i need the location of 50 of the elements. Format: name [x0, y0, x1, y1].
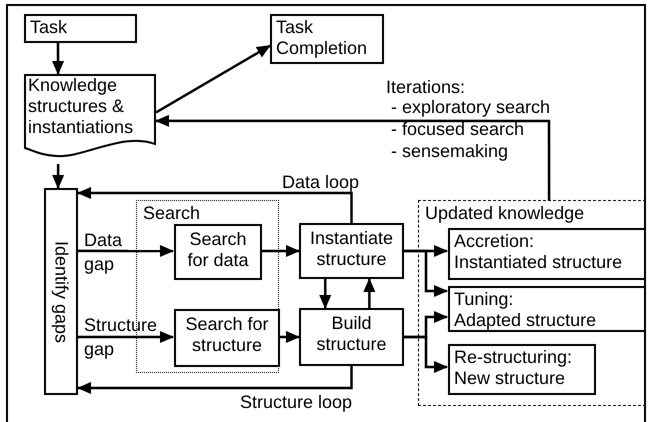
process-box: [448, 286, 646, 332]
arrow: [77, 366, 353, 394]
arrow: [319, 279, 332, 309]
arrow: [52, 164, 64, 189]
node-text: Instantiated structure: [454, 252, 624, 273]
edge-label: Data gap: [84, 229, 124, 276]
box-heading: Tuning:: [454, 289, 514, 310]
node-text: Build structure: [315, 313, 388, 355]
process-box: [448, 344, 596, 395]
arrow: [77, 186, 353, 223]
process-box: [299, 223, 404, 279]
arrow: [404, 244, 448, 257]
node-text: Task: [30, 17, 68, 38]
arrow: [78, 244, 174, 257]
list-item: - sensemaking: [391, 141, 508, 161]
group-label: Updated knowledge: [425, 203, 586, 224]
arrow: [279, 331, 300, 343]
node-text: Task Completion: [276, 17, 368, 59]
list-item: - focused search: [391, 119, 524, 139]
process-box: [270, 14, 384, 64]
edge-label: Data loop: [282, 172, 360, 192]
process-box: [44, 188, 78, 395]
edge-label: Structure loop: [240, 392, 352, 412]
edge-label: Iterations:: [386, 77, 466, 97]
arrow: [155, 44, 271, 114]
node-text: New structure: [454, 368, 566, 389]
process-box: [448, 228, 646, 280]
process-box: [24, 14, 137, 43]
node-text: Knowledge structures & instantiations: [28, 75, 134, 138]
process-box: [299, 308, 404, 366]
group-box: [418, 200, 646, 406]
arrow: [261, 245, 300, 257]
node-text: Search for data: [186, 229, 250, 271]
arrow: [52, 43, 64, 75]
node-text: Instantiate structure: [308, 228, 394, 270]
edge-label: Structure gap: [84, 314, 158, 361]
box-heading: Accretion:: [454, 231, 536, 252]
box-heading: Re-structuring:: [454, 347, 574, 368]
arrow: [363, 278, 376, 308]
process-box: [174, 309, 280, 367]
arrow: [78, 331, 174, 344]
node-text: Adapted structure: [454, 310, 598, 331]
arrow: [404, 336, 448, 373]
arrow: [404, 250, 448, 297]
process-box: [174, 224, 262, 280]
node-text: Identify gaps: [50, 240, 72, 343]
arrow: [155, 114, 550, 200]
list-item: - exploratory search: [391, 97, 550, 117]
node-text: Search for structure: [184, 314, 270, 356]
group-label: Search: [143, 203, 202, 224]
